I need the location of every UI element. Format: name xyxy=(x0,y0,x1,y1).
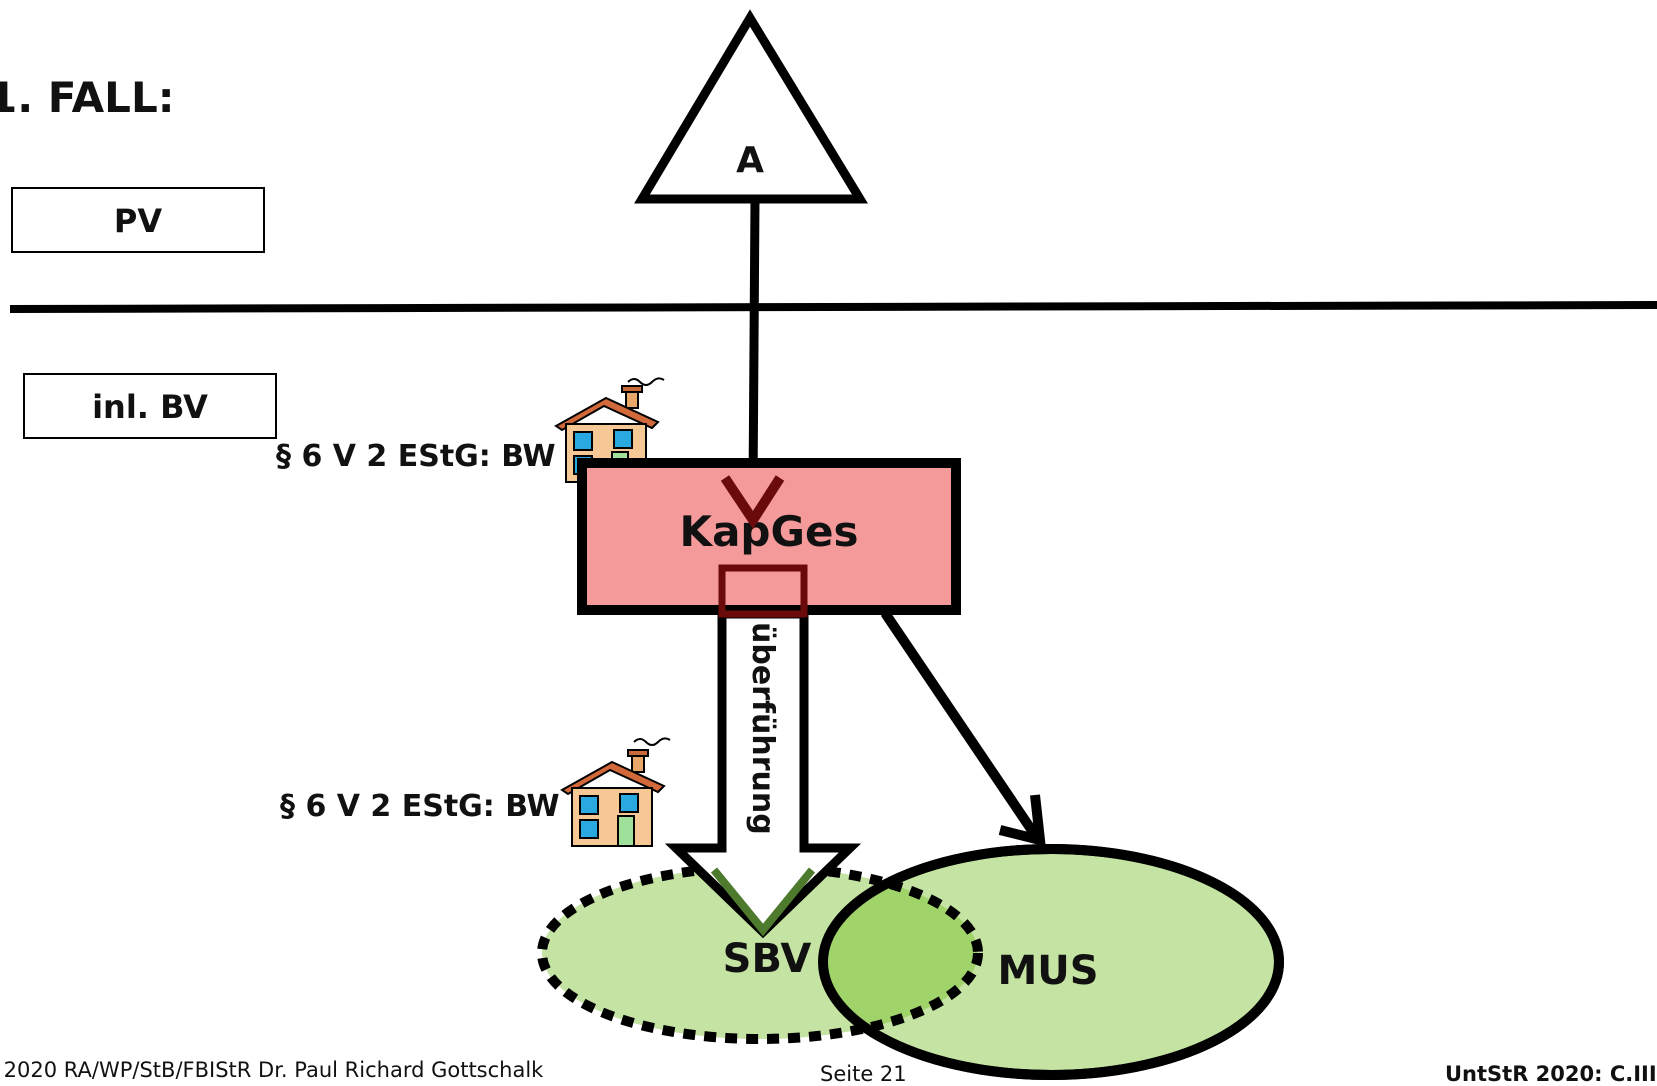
sphere-divider xyxy=(9,301,1657,313)
company-to-partnership-arrow xyxy=(880,610,1040,838)
footer-course: UntStR 2020: C.III. xyxy=(1445,1062,1657,1086)
ownership-arrowhead xyxy=(720,475,785,530)
special-asset-outline xyxy=(537,862,983,1044)
company-to-partnership-arrowhead xyxy=(998,794,1046,847)
person-label: A xyxy=(736,140,764,181)
valuation-note-1: § 6 V 2 EStG: BW xyxy=(276,439,556,474)
footer-author: © 2020 RA/WP/StB/FBIStR Dr. Paul Richard… xyxy=(0,1058,544,1082)
company-label: KapGes xyxy=(680,507,859,556)
transfer-tip-overlay xyxy=(710,867,816,937)
ownership-line xyxy=(748,198,760,491)
partnership-label: MUS xyxy=(997,948,1098,994)
house-icon xyxy=(560,737,671,847)
transfer-overlay-in-box xyxy=(718,564,808,618)
transfer-arrow xyxy=(664,609,862,939)
bv-label: inl. BV xyxy=(92,388,208,426)
pv-label: PV xyxy=(114,202,162,240)
transfer-label: überführung xyxy=(745,622,780,835)
special-asset-label: SBV xyxy=(723,936,812,982)
valuation-note-2: § 6 V 2 EStG: BW xyxy=(280,789,560,824)
footer-page: Seite 21 xyxy=(820,1062,907,1086)
pv-box xyxy=(11,187,265,253)
bv-box xyxy=(23,373,277,439)
partnership-outline xyxy=(818,844,1284,1080)
slide-title: 1. FALL: xyxy=(0,73,175,122)
